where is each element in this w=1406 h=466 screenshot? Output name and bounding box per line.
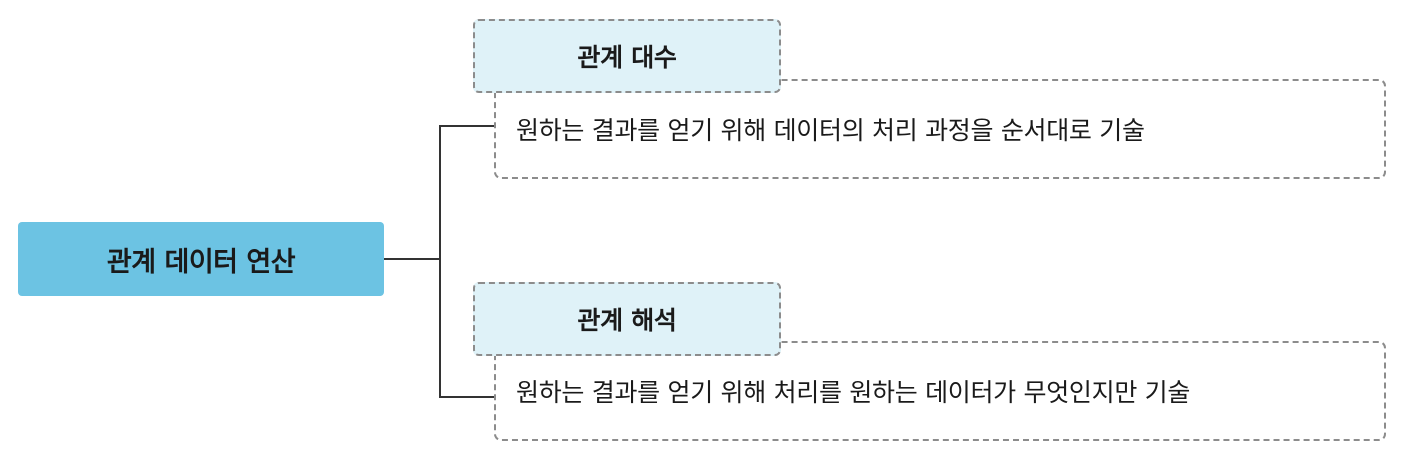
branch-1-description: 원하는 결과를 얻기 위해 데이터의 처리 과정을 순서대로 기술 — [516, 116, 1145, 145]
root-label: 관계 데이터 연산 — [106, 246, 296, 278]
connector-spine — [439, 125, 441, 398]
connector-branch-2 — [439, 396, 496, 398]
branch-1-title-box: 관계 대수 — [473, 19, 781, 93]
branch-2-description: 원하는 결과를 얻기 위해 처리를 원하는 데이터가 무엇인지만 기술 — [516, 378, 1191, 407]
connector-root — [384, 258, 441, 260]
branch-2-title-box: 관계 해석 — [473, 282, 781, 356]
branch-1-description-box: 원하는 결과를 얻기 위해 데이터의 처리 과정을 순서대로 기술 — [494, 79, 1386, 179]
connector-branch-1 — [439, 125, 496, 127]
branch-2-description-box: 원하는 결과를 얻기 위해 처리를 원하는 데이터가 무엇인지만 기술 — [494, 341, 1386, 441]
branch-1-title: 관계 대수 — [577, 43, 677, 72]
root-node: 관계 데이터 연산 — [18, 222, 384, 296]
branch-2-title: 관계 해석 — [577, 306, 677, 335]
